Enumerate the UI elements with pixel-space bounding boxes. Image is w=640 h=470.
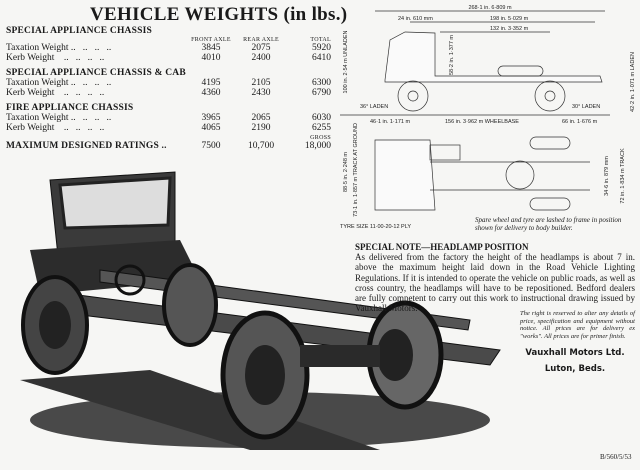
document-code: B/560/5/53 <box>600 453 632 461</box>
wheel-rear-left <box>220 310 310 440</box>
company-name: Vauxhall Motors Ltd. <box>525 348 625 358</box>
dim-132: 132 in. 3·352 m <box>490 26 529 32</box>
col-front: FRONT AXLE <box>191 37 231 43</box>
dim-88: 88·5 in. 2·248 m <box>343 152 349 192</box>
angle-30: 30° LADEN <box>572 104 600 110</box>
page-title: VEHICLE WEIGHTS (in lbs.) <box>90 4 348 25</box>
weights-table: SPECIAL APPLIANCE CHASSIS FRONT AXLE REAR… <box>6 26 331 151</box>
wheel-front-left <box>21 275 89 375</box>
dim-wheelbase: 156 in. 3·962 m WHEELBASE <box>445 119 519 125</box>
dim-34: 34·6 in. 879 mm <box>604 156 610 196</box>
dim-58: 58·2 in. 1·377 m <box>449 35 455 75</box>
wheel-front-right <box>162 263 218 347</box>
section-heading: FIRE APPLIANCE CHASSIS <box>6 103 134 113</box>
disclaimer: The right is reserved to alter any detai… <box>520 310 635 340</box>
section-heading: SPECIAL APPLIANCE CHASSIS & CAB <box>6 68 186 78</box>
dim-track-ground: 73·1 in. 1·857 m TRACK AT GROUND <box>353 123 359 217</box>
dim-198: 198 in. 5·029 m <box>490 16 529 22</box>
chassis-photo <box>20 171 501 450</box>
dim-42: 42·2 in. 1·071 m LADEN <box>630 52 636 112</box>
note-heading: SPECIAL NOTE—HEADLAMP POSITION <box>355 242 529 252</box>
section-heading: SPECIAL APPLIANCE CHASSIS <box>6 26 152 36</box>
dim-100: 100 in. 2·54 m UNLADEN <box>343 30 349 93</box>
diagram-caption: Spare wheel and tyre are lashed to frame… <box>475 216 622 232</box>
col-rear: REAR AXLE <box>243 37 279 43</box>
angle-36: 36° LADEN <box>360 104 388 110</box>
company-location: Luton, Beds. <box>544 364 606 374</box>
tyre-size-label: TYRE SIZE 11·00-20-12 PLY <box>340 224 412 230</box>
dim-overall: 268·1 in. 6·809 m <box>468 5 512 11</box>
col-gross: GROSS <box>310 135 331 141</box>
col-total: TOTAL <box>310 37 331 43</box>
dimension-drawing: 268·1 in. 6·809 m 24 in. 610 mm 198 in. … <box>340 5 636 217</box>
dim-66: 66 in. 1·676 m <box>562 119 598 125</box>
wheel-rear-right <box>366 300 444 410</box>
dim-track: 72 in. 1·834 m TRACK <box>620 148 626 204</box>
note-body: As delivered from the factory the height… <box>355 252 635 314</box>
dim-24: 24 in. 610 mm <box>398 16 433 22</box>
dim-46: 46·1 in. 1·171 m <box>370 119 410 125</box>
